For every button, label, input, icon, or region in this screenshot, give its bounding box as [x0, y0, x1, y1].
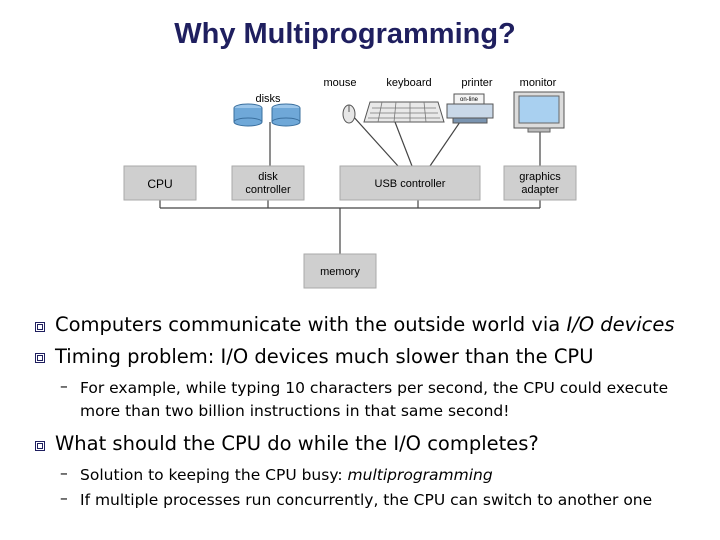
sub-bullet-2-1: For example, while typing 10 characters … [80, 377, 668, 423]
sub-bullet-dash-2: – [60, 464, 68, 482]
monitor-label: monitor [520, 77, 557, 89]
disk-controller-label-1: disk [258, 171, 278, 183]
sub-bullet-2-1-line-2: more than two billion instructions in th… [80, 402, 510, 420]
disks-label: disks [255, 93, 281, 105]
sub-bullet-3-1-emphasis: multiprogramming [347, 466, 493, 484]
keyboard-label: keyboard [386, 77, 431, 89]
sub-bullet-2-1-line-1: For example, while typing 10 characters … [80, 379, 669, 397]
graphics-adapter-box: graphics adapter [503, 165, 577, 201]
bullet-3: What should the CPU do while the I/O com… [55, 432, 539, 455]
bullet-square-1 [35, 322, 45, 332]
disk-controller-box: disk controller [231, 165, 305, 201]
bus-lines [159, 114, 541, 254]
printer-label: printer [461, 77, 493, 89]
computer-system-diagram: CPU disk controller USB controller graph… [120, 70, 580, 295]
sub-bullet-3-2: If multiple processes run concurrently, … [80, 491, 653, 509]
disk-controller-label-2: controller [245, 184, 291, 196]
bullet-square-3 [35, 441, 45, 451]
usb-controller-box: USB controller [339, 165, 481, 201]
sub-bullet-dash-1: – [60, 377, 68, 395]
sub-bullet-3-1: Solution to keeping the CPU busy: multip… [80, 464, 493, 487]
mouse-label: mouse [323, 77, 356, 89]
bullet-2: Timing problem: I/O devices much slower … [55, 345, 594, 368]
mouse-icon [342, 104, 356, 124]
monitor-icon [513, 91, 565, 133]
usb-controller-label: USB controller [375, 178, 446, 190]
sub-bullet-3-1-text: Solution to keeping the CPU busy: [80, 466, 348, 484]
diagram-svg: CPU disk controller USB controller graph… [123, 77, 577, 289]
graphics-adapter-label-2: adapter [521, 184, 559, 196]
memory-box: memory [303, 253, 377, 289]
printer-online-label: on-line [460, 97, 479, 103]
graphics-adapter-label-1: graphics [519, 171, 561, 183]
bullet-square-2 [35, 353, 45, 363]
keyboard-icon [363, 101, 445, 123]
disks-icon [233, 103, 301, 127]
bullet-1: Computers communicate with the outside w… [55, 313, 675, 336]
cpu-box: CPU [123, 165, 197, 201]
slide-title: Why Multiprogramming? [174, 18, 516, 50]
cpu-label: CPU [147, 177, 172, 191]
bullet-1-emphasis: I/O devices [566, 313, 675, 336]
memory-label: memory [320, 266, 360, 278]
printer-icon: on-line [446, 93, 494, 124]
bullet-1-text: Computers communicate with the outside w… [55, 313, 567, 336]
sub-bullet-dash-3: – [60, 489, 68, 507]
